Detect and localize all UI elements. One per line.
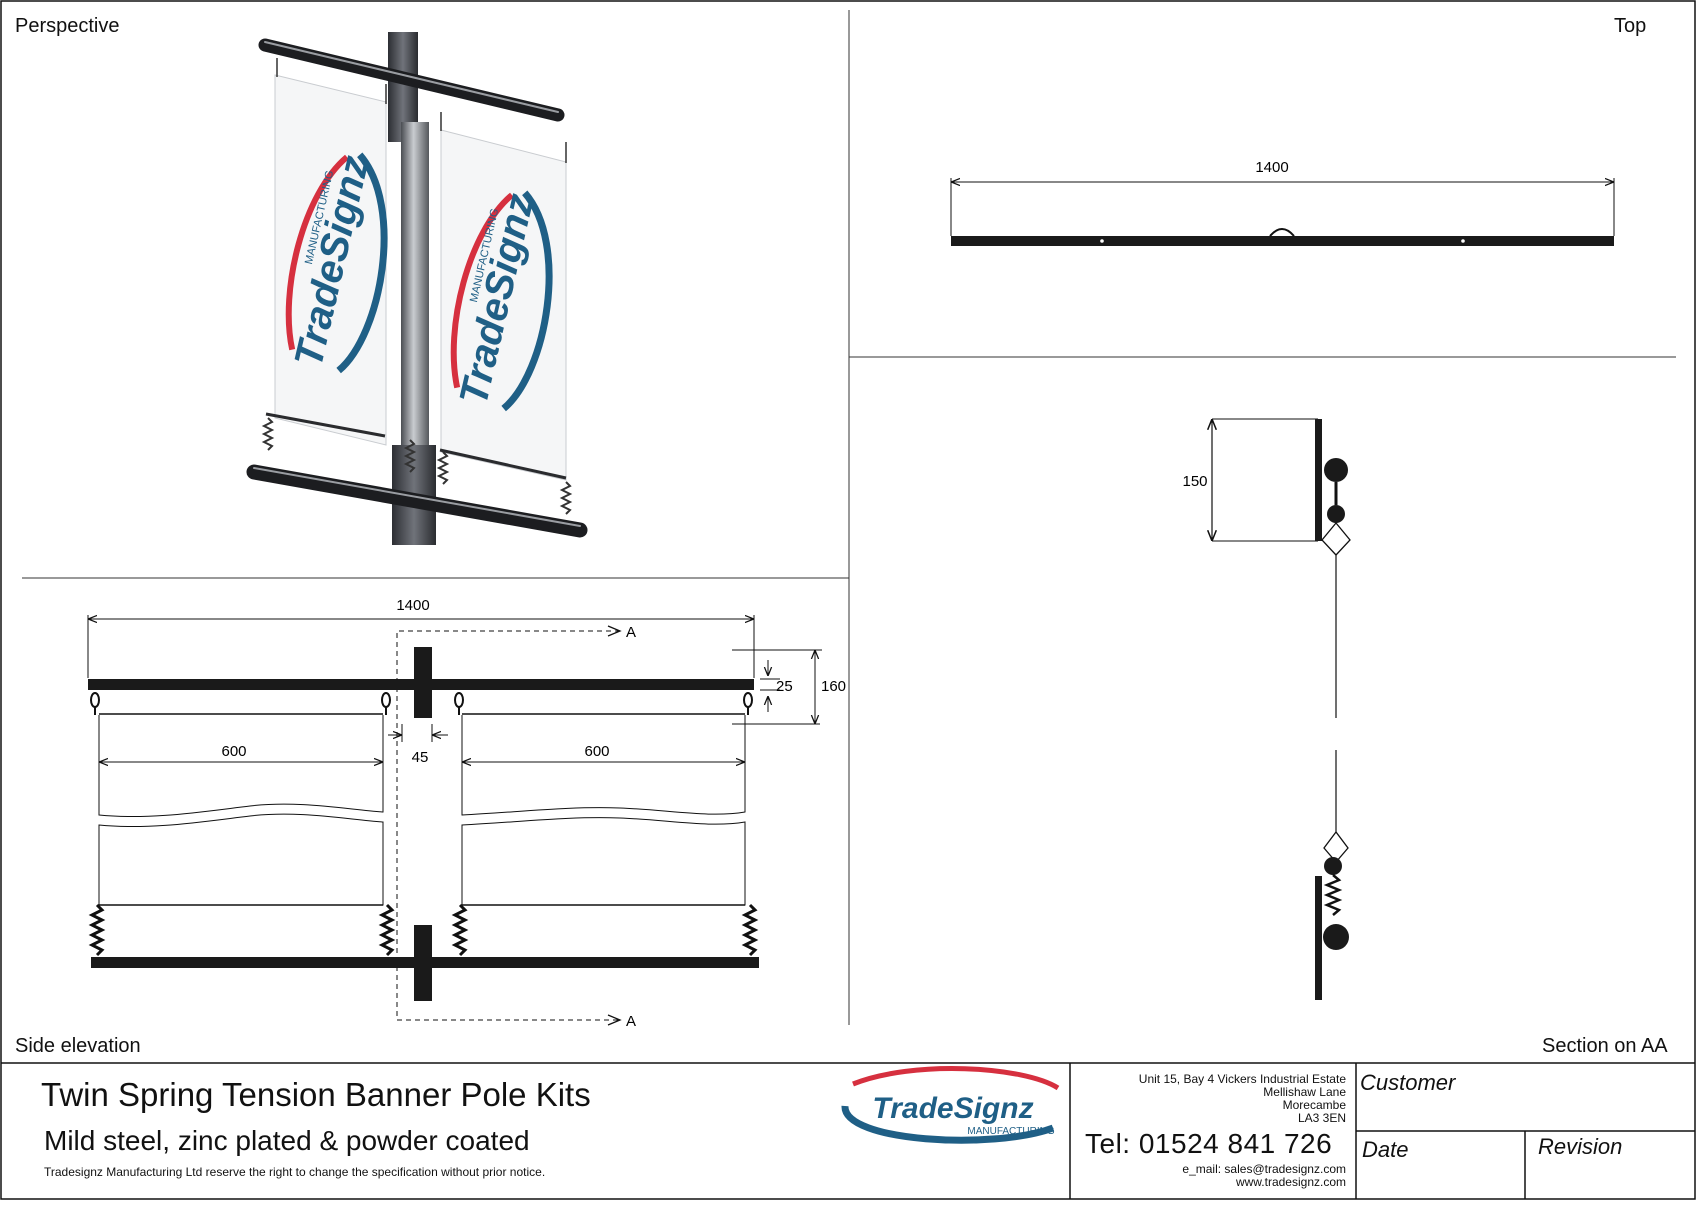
bracket-height-value: 160 bbox=[821, 678, 846, 695]
top-view-label: Top bbox=[1614, 15, 1647, 37]
address-line: LA3 3EN bbox=[1297, 1111, 1346, 1125]
side-banner-left-top bbox=[98, 715, 384, 818]
top-view: 1400 bbox=[950, 159, 1615, 246]
drawing-subtitle: Mild steel, zinc plated & powder coated bbox=[44, 1125, 530, 1156]
arm-thickness-value: 25 bbox=[776, 678, 793, 695]
drawing-title: Twin Spring Tension Banner Pole Kits bbox=[41, 1076, 591, 1113]
address-line: Morecambe bbox=[1282, 1098, 1346, 1112]
top-width-value: 1400 bbox=[1255, 159, 1288, 176]
side-pole-bottom bbox=[414, 925, 432, 1001]
banner-left-width: 600 bbox=[221, 743, 246, 760]
section-lower-arm bbox=[1323, 924, 1349, 950]
website-address: www.tradesignz.com bbox=[1235, 1175, 1346, 1189]
side-banner-right-top bbox=[461, 715, 746, 816]
section-height-value: 150 bbox=[1182, 473, 1207, 490]
section-lower-plate bbox=[1315, 876, 1322, 1000]
bottom-arm bbox=[246, 464, 588, 538]
disclaimer-note: Tradesignz Manufacturing Ltd reserve the… bbox=[44, 1165, 546, 1179]
banner-front bbox=[440, 129, 567, 481]
title-block-logo: TradeSignz MANUFACTURING bbox=[841, 1066, 1060, 1144]
section-upper-arm bbox=[1324, 458, 1348, 482]
side-elevation-view: 1400 A A 25 160 bbox=[87, 597, 846, 1030]
perspective-view: TradeSignz MANUFACTURING TradeSignz MANU… bbox=[246, 32, 588, 545]
date-field-label: Date bbox=[1362, 1137, 1409, 1162]
top-arm bbox=[258, 38, 565, 122]
title-logo-brand: TradeSignz bbox=[872, 1092, 1033, 1125]
address-line: Unit 15, Bay 4 Vickers Industrial Estate bbox=[1138, 1072, 1346, 1086]
title-logo-tagline: MANUFACTURING bbox=[967, 1126, 1054, 1137]
top-arm-bar bbox=[951, 236, 1614, 246]
address-line: Mellishaw Lane bbox=[1263, 1085, 1346, 1099]
section-marker-top: A bbox=[626, 624, 636, 641]
banner-right-width: 600 bbox=[584, 743, 609, 760]
contact-details: e_mail: sales@tradesignz.com www.tradesi… bbox=[1080, 1163, 1346, 1189]
section-spring bbox=[1323, 874, 1343, 916]
perspective-springs bbox=[261, 417, 573, 515]
pole-middle bbox=[401, 122, 429, 452]
section-upper-plate bbox=[1315, 419, 1322, 541]
section-marker-bottom: A bbox=[626, 1013, 636, 1030]
side-top-arm bbox=[88, 679, 754, 690]
side-top-hangers bbox=[90, 692, 753, 715]
revision-field-label: Revision bbox=[1538, 1134, 1623, 1159]
section-aa-view: 150 bbox=[1182, 418, 1351, 1000]
section-cut-line bbox=[396, 630, 620, 1021]
email-address: e_mail: sales@tradesignz.com bbox=[1182, 1162, 1346, 1176]
customer-field-label: Customer bbox=[1360, 1070, 1456, 1095]
section-label: Section on AA bbox=[1542, 1035, 1668, 1057]
side-banner-right-bottom bbox=[461, 817, 746, 906]
side-springs bbox=[88, 903, 759, 957]
telephone-number: Tel: 01524 841 726 bbox=[1085, 1128, 1333, 1159]
company-address: Unit 15, Bay 4 Vickers Industrial Estate… bbox=[1080, 1073, 1346, 1125]
side-width-value: 1400 bbox=[396, 597, 429, 614]
side-elevation-label: Side elevation bbox=[15, 1035, 141, 1057]
perspective-label: Perspective bbox=[15, 15, 120, 37]
side-banner-left-bottom bbox=[98, 813, 384, 906]
top-pole-clamp bbox=[1269, 228, 1295, 237]
pole-gap-value: 45 bbox=[412, 749, 429, 766]
